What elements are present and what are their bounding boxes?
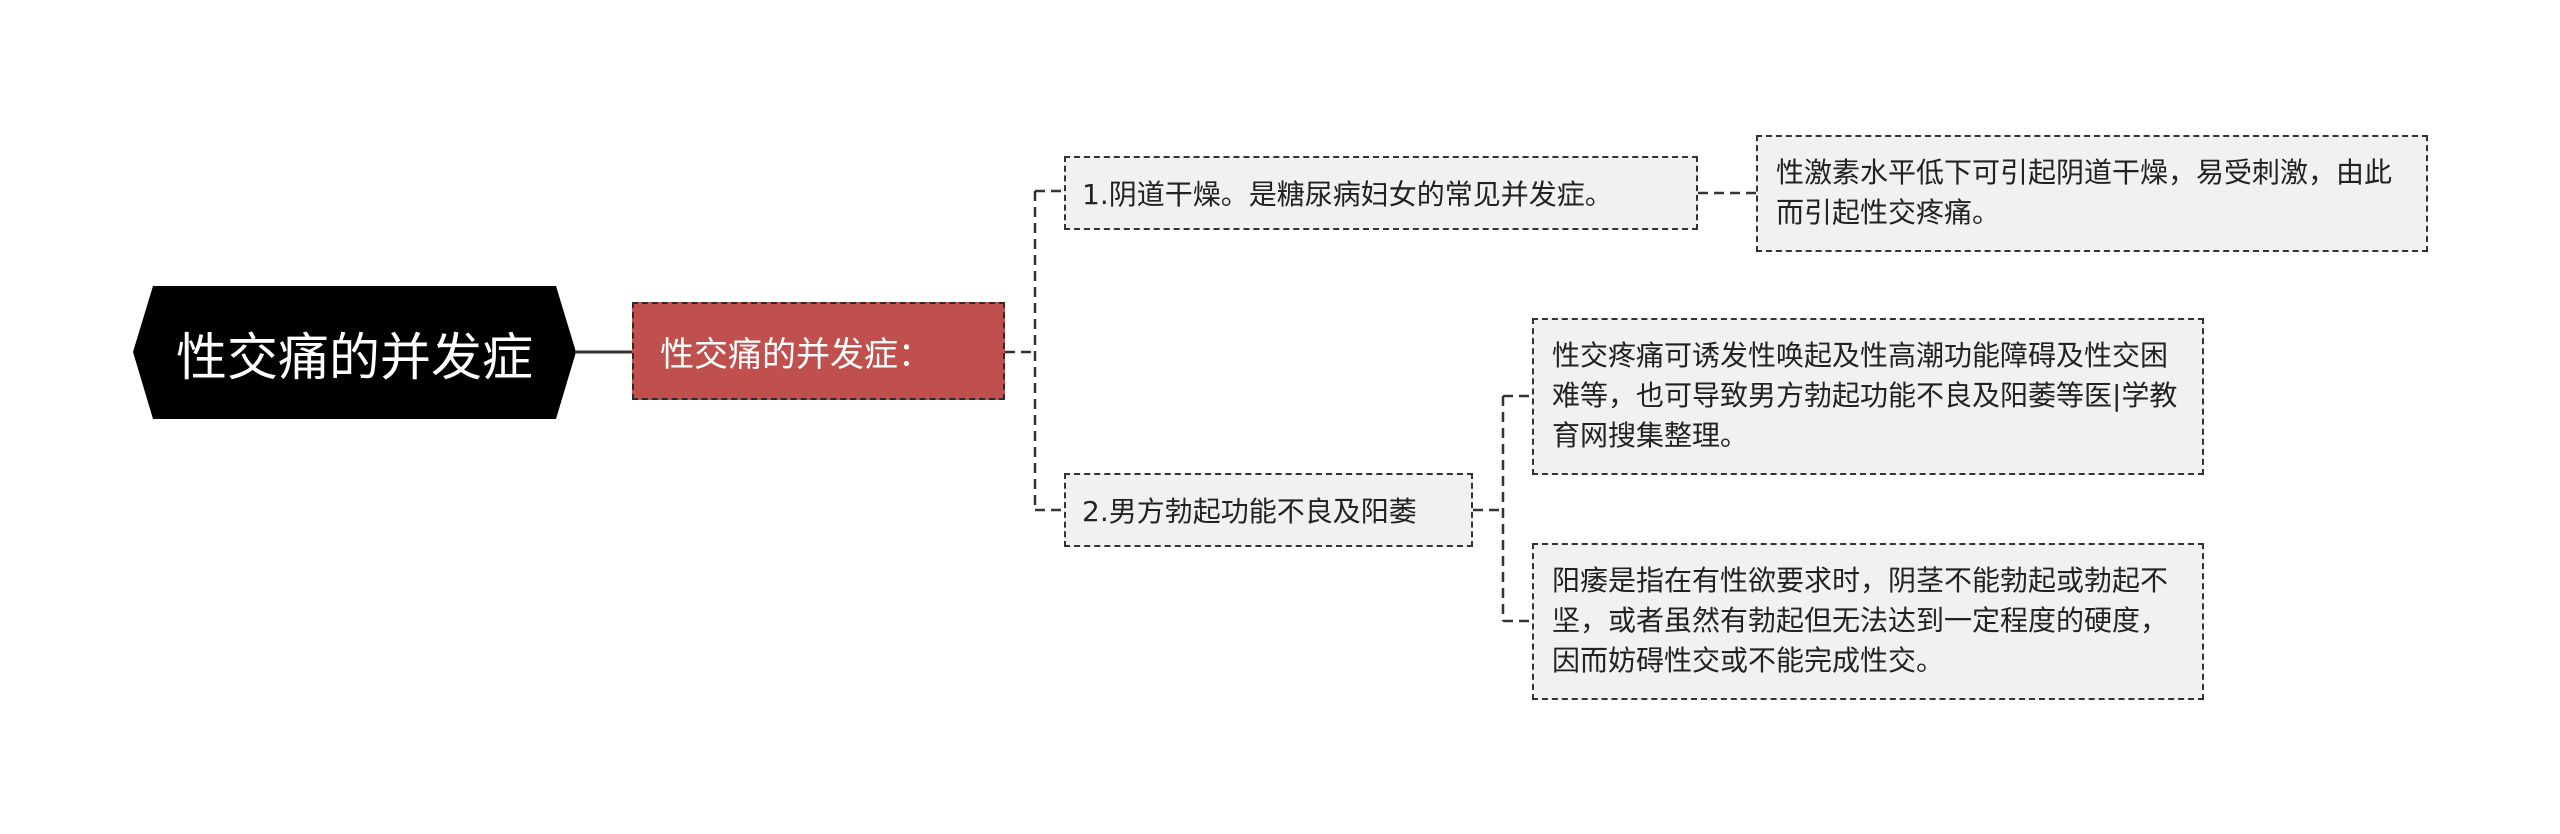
detail-node-2-2[interactable]: 阳痿是指在有性欲要求时，阴茎不能勃起或勃起不坚，或者虽然有勃起但无法达到一定程度…: [1532, 543, 2204, 700]
topic-node-2[interactable]: 2.男方勃起功能不良及阳萎: [1064, 473, 1473, 547]
root-node[interactable]: 性交痛的并发症: [133, 286, 576, 419]
root-node-label: 性交痛的并发症: [175, 328, 533, 388]
detail-node-2-1[interactable]: 性交疼痛可诱发性唤起及性高潮功能障碍及性交困难等，也可导致男方勃起功能不良及阳萎…: [1532, 318, 2204, 475]
topic-node-1[interactable]: 1.阴道干燥。是糖尿病妇女的常见并发症。: [1064, 156, 1698, 230]
root-hexagon-shape: [133, 286, 576, 419]
detail-node-1-1[interactable]: 性激素水平低下可引起阴道干燥，易受刺激，由此而引起性交疼痛。: [1756, 135, 2428, 252]
main-branch-node[interactable]: 性交痛的并发症：: [632, 302, 1005, 400]
connector-main-topics: [1005, 189, 1064, 512]
connector-topic2-details: [1473, 394, 1532, 623]
